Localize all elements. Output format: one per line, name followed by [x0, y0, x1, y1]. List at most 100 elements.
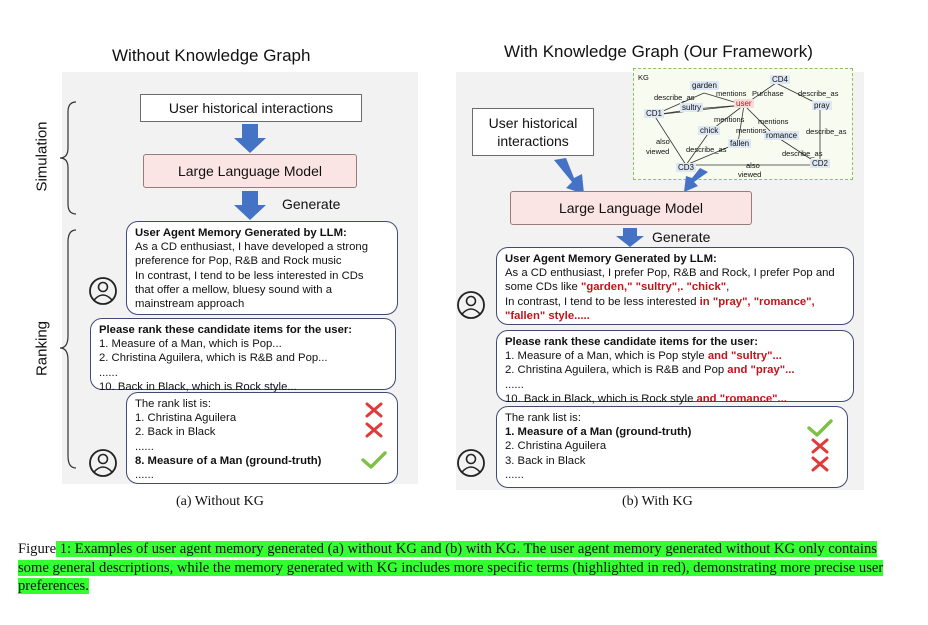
check-icon	[807, 419, 833, 437]
left-history-box: User historical interactions	[140, 94, 362, 122]
rank-line: 1. Christina Aguilera	[135, 412, 237, 425]
rank-dots: ......	[135, 469, 154, 482]
kg-edge-label: describe_as	[782, 149, 823, 158]
memory-line: preference for Pop, R&B and Rock music	[135, 255, 342, 268]
left-generate-label: Generate	[282, 196, 341, 212]
memory-highlight: in "pray", "romance",	[699, 295, 815, 308]
right-panel-title: With Knowledge Graph (Our Framework)	[504, 42, 813, 61]
kg-edge-label: describe_as	[806, 127, 847, 136]
prompt-highlight: and "sultry"...	[707, 350, 782, 363]
kg-label: KG	[638, 73, 649, 82]
memory-text: In contrast, I tend to be less intereste…	[505, 295, 700, 308]
left-arrow-down-2	[234, 191, 266, 220]
kg-edge-label: mentions	[736, 126, 767, 135]
kg-node-garden: garden	[690, 81, 719, 90]
user-avatar-icon	[89, 449, 117, 477]
right-llm-box: Large Language Model	[510, 191, 752, 225]
kg-edge-label: viewed	[738, 170, 762, 179]
prompt-highlight: and "pray"...	[727, 364, 795, 377]
memory-line: In contrast, I tend to be less intereste…	[135, 269, 364, 282]
rank-dots: ......	[505, 468, 524, 481]
cross-icon	[365, 402, 383, 418]
ranking-label: Ranking	[33, 320, 51, 377]
kg-edge-label: describe_as	[798, 89, 839, 98]
right-memory-bubble: User Agent Memory Generated by LLM: As a…	[496, 247, 854, 325]
memory-highlight: "fallen" style.....	[505, 309, 590, 322]
prompt-highlight: and "romance"...	[696, 392, 787, 405]
check-icon	[361, 451, 387, 469]
cross-icon	[811, 438, 829, 454]
figure-caption: Figure 1: Examples of user agent memory …	[18, 540, 888, 596]
kg-edge-label: describe_as	[686, 145, 727, 154]
prompt-line: 1. Measure of a Man, which is Pop...	[99, 338, 282, 351]
prompt-heading: Please rank these candidate items for th…	[505, 336, 759, 348]
history-line: interactions	[497, 133, 569, 149]
cross-icon	[365, 422, 383, 438]
simulation-label: Simulation	[33, 121, 51, 192]
kg-edge-label: Purchase	[752, 89, 784, 98]
prompt-line: 10. Back in Black, which is Rock style..…	[99, 380, 297, 393]
kg-edge-label: mentions	[714, 115, 745, 124]
right-history-box: User historical interactions	[472, 108, 594, 156]
memory-highlight: "garden," "sultry",. "chick"	[580, 281, 727, 294]
kg-node-romance: romance	[764, 131, 800, 140]
prompt-heading: Please rank these candidate items for th…	[99, 324, 353, 336]
kg-node-cd1: CD1	[644, 109, 665, 118]
right-arrow-history	[554, 158, 584, 194]
figure-caption-prefix: Figure	[18, 541, 57, 557]
kg-edge-label: describe_as	[654, 93, 695, 102]
memory-text: some CDs like	[505, 281, 581, 294]
memory-text: ,	[726, 281, 730, 294]
rank-line: 2. Christina Aguilera	[505, 440, 607, 453]
left-arrow-down-1	[234, 124, 266, 153]
rank-ground-truth: 8. Measure of a Man (ground-truth)	[135, 454, 322, 467]
kg-edge-label: also	[746, 161, 760, 170]
memory-heading: User Agent Memory Generated by LLM:	[505, 253, 717, 265]
left-subfigure-caption: (a) Without KG	[176, 494, 264, 509]
kg-edge-label: also	[656, 137, 670, 146]
prompt-dots: ......	[505, 378, 524, 391]
memory-line: that offer a mellow, bluesy sound with a	[135, 283, 332, 296]
kg-edge-label: mentions	[758, 117, 789, 126]
memory-heading: User Agent Memory Generated by LLM:	[135, 227, 347, 239]
kg-node-user: user	[734, 99, 754, 108]
ranking-brace	[59, 229, 77, 469]
left-llm-box: Large Language Model	[143, 154, 357, 188]
memory-line: As a CD enthusiast, I prefer Pop, R&B an…	[505, 267, 835, 280]
right-subfigure-caption: (b) With KG	[622, 494, 693, 509]
cross-icon	[811, 456, 829, 472]
history-line: User historical	[488, 115, 578, 131]
left-rank-bubble: The rank list is: 1. Christina Aguilera …	[126, 392, 398, 484]
right-arrow-down	[616, 228, 644, 247]
kg-edge-label: viewed	[646, 147, 670, 156]
figure-caption-highlighted: 1: Examples of user agent memory generat…	[18, 541, 884, 594]
kg-node-cd3: CD3	[676, 163, 697, 172]
prompt-line: ......	[99, 366, 118, 379]
left-prompt-bubble: Please rank these candidate items for th…	[90, 318, 396, 393]
right-arrow-kg	[684, 168, 708, 192]
rank-line: 2. Back in Black	[135, 426, 216, 439]
prompt-text: 1. Measure of a Man, which is Pop style	[505, 350, 708, 363]
knowledge-graph-panel: KG user CD1 CD2 CD3 CD4 garden sultry ch…	[633, 68, 853, 180]
memory-line: As a CD enthusiast, I have developed a s…	[135, 241, 368, 254]
user-avatar-icon	[89, 277, 117, 305]
left-panel-title: Without Knowledge Graph	[112, 46, 311, 65]
prompt-text: 10. Back in Black, which is Rock style	[505, 392, 697, 405]
kg-node-pray: pray	[812, 101, 832, 110]
kg-node-fallen: fallen	[728, 139, 752, 148]
right-rank-bubble: The rank list is: 1. Measure of a Man (g…	[496, 406, 848, 488]
memory-line: mainstream approach	[135, 298, 245, 311]
rank-heading: The rank list is:	[505, 412, 581, 424]
rank-line: 3. Back in Black	[505, 454, 586, 467]
user-avatar-icon	[457, 291, 485, 319]
kg-node-cd4: CD4	[770, 75, 791, 84]
prompt-line: 2. Christina Aguilera, which is R&B and …	[99, 352, 328, 365]
kg-node-chick: chick	[698, 126, 721, 135]
left-memory-bubble: User Agent Memory Generated by LLM: As a…	[126, 221, 398, 315]
simulation-brace	[59, 101, 77, 215]
kg-edge-label: mentions	[716, 89, 747, 98]
prompt-text: 2. Christina Aguilera, which is R&B and …	[505, 364, 728, 377]
kg-node-sultry: sultry	[680, 103, 704, 112]
kg-node-cd2: CD2	[810, 159, 831, 168]
right-prompt-bubble: Please rank these candidate items for th…	[496, 330, 854, 405]
